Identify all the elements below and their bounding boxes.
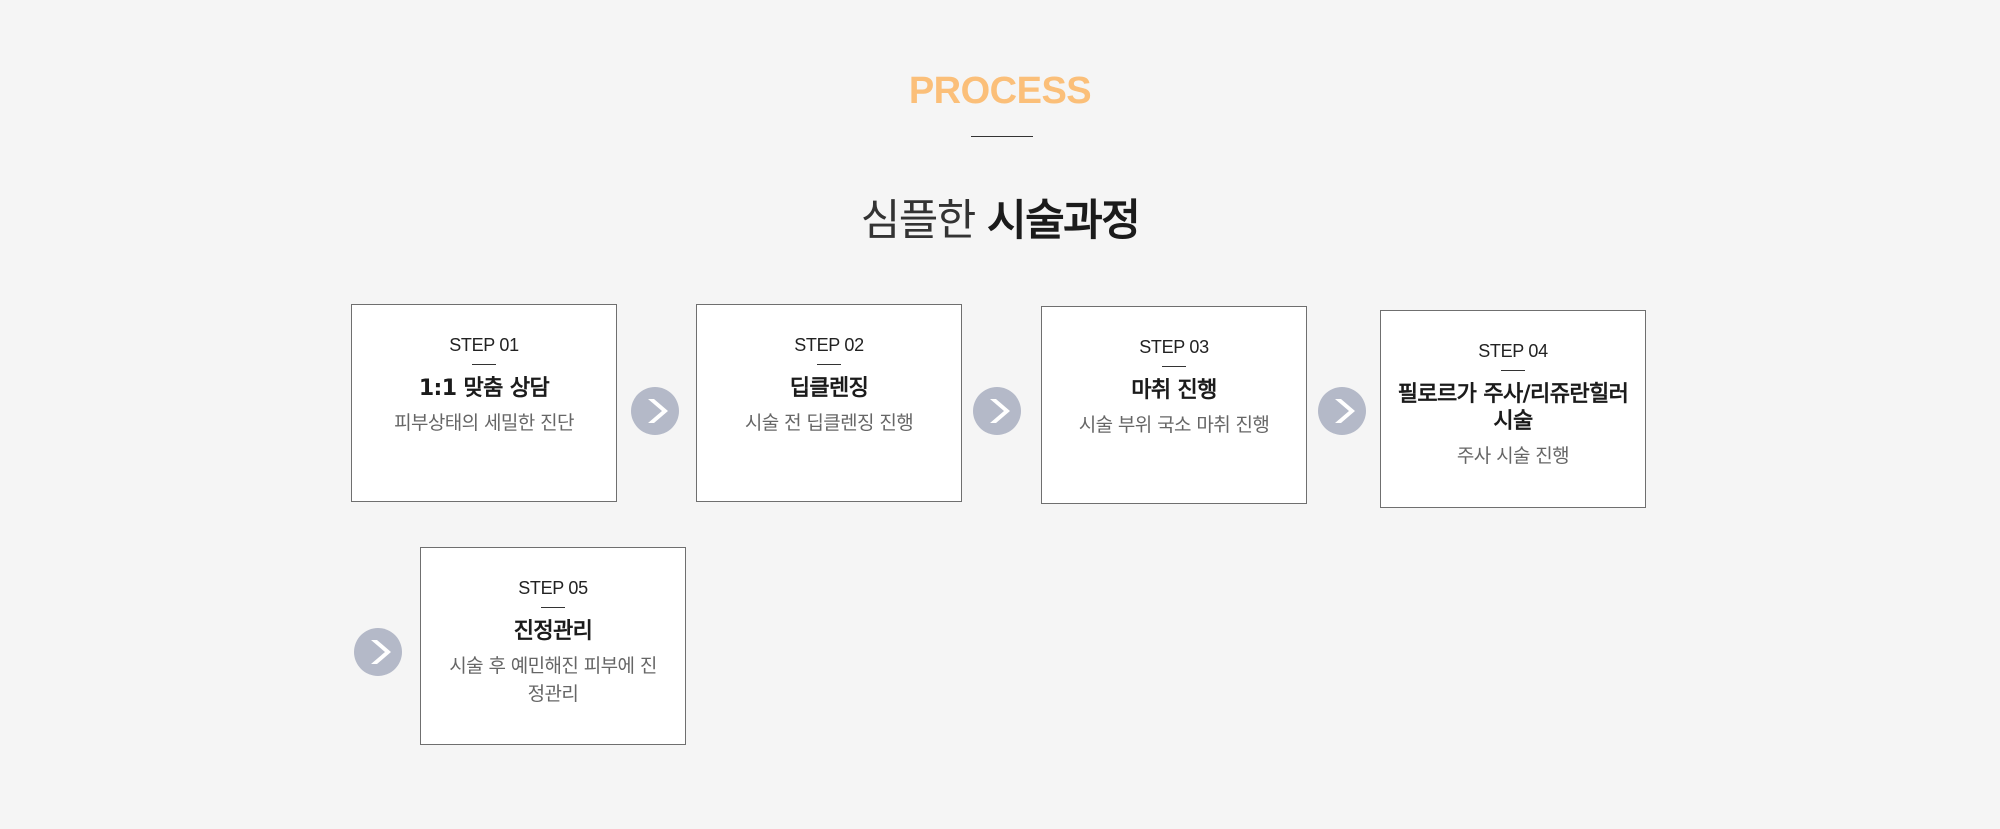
step-number: STEP 01	[449, 335, 519, 355]
step-divider	[817, 364, 841, 365]
step-card-01: STEP 01 1:1 맞춤 상담 피부상태의 세밀한 진단	[351, 304, 617, 502]
process-eyebrow: PROCESS	[908, 70, 1092, 112]
step-number: STEP 04	[1478, 341, 1548, 361]
eyebrow-divider	[971, 136, 1033, 137]
step-divider	[1501, 370, 1525, 371]
step-card-02: STEP 02 딥클렌징 시술 전 딥클렌징 진행	[696, 304, 962, 502]
step-name: 1:1 맞춤 상담	[418, 376, 550, 401]
step-description: 주사 시술 진행	[1456, 445, 1570, 467]
chevron-right-icon	[1318, 387, 1366, 435]
section-title-light: 심플한	[860, 196, 977, 246]
step-divider	[1162, 366, 1186, 367]
step-number: STEP 05	[518, 578, 588, 598]
section-title: 심플한 시술과정	[0, 186, 2000, 248]
step-divider	[541, 607, 565, 608]
section-title-bold: 시술과정	[987, 196, 1141, 246]
step-card-03: STEP 03 마취 진행 시술 부위 국소 마취 진행	[1041, 306, 1307, 504]
step-description: 시술 후 예민해진 피부에 진정관리	[449, 655, 657, 705]
step-card-05: STEP 05 진정관리 시술 후 예민해진 피부에 진정관리	[420, 547, 686, 745]
step-name: 필로르가 주사/리쥬란힐러 시술	[1397, 382, 1629, 434]
step-description: 시술 전 딥클렌징 진행	[744, 412, 914, 434]
step-name: 마취 진행	[1131, 378, 1217, 403]
step-description: 피부상태의 세밀한 진단	[394, 412, 574, 434]
step-number: STEP 02	[794, 335, 864, 355]
chevron-right-icon	[354, 628, 402, 676]
step-name: 딥클렌징	[789, 376, 869, 401]
chevron-right-icon	[973, 387, 1021, 435]
step-card-04: STEP 04 필로르가 주사/리쥬란힐러 시술 주사 시술 진행	[1380, 310, 1646, 508]
step-name: 진정관리	[513, 619, 593, 644]
step-description: 시술 부위 국소 마취 진행	[1078, 414, 1270, 436]
step-divider	[472, 364, 496, 365]
chevron-right-icon	[631, 387, 679, 435]
step-number: STEP 03	[1139, 337, 1209, 357]
